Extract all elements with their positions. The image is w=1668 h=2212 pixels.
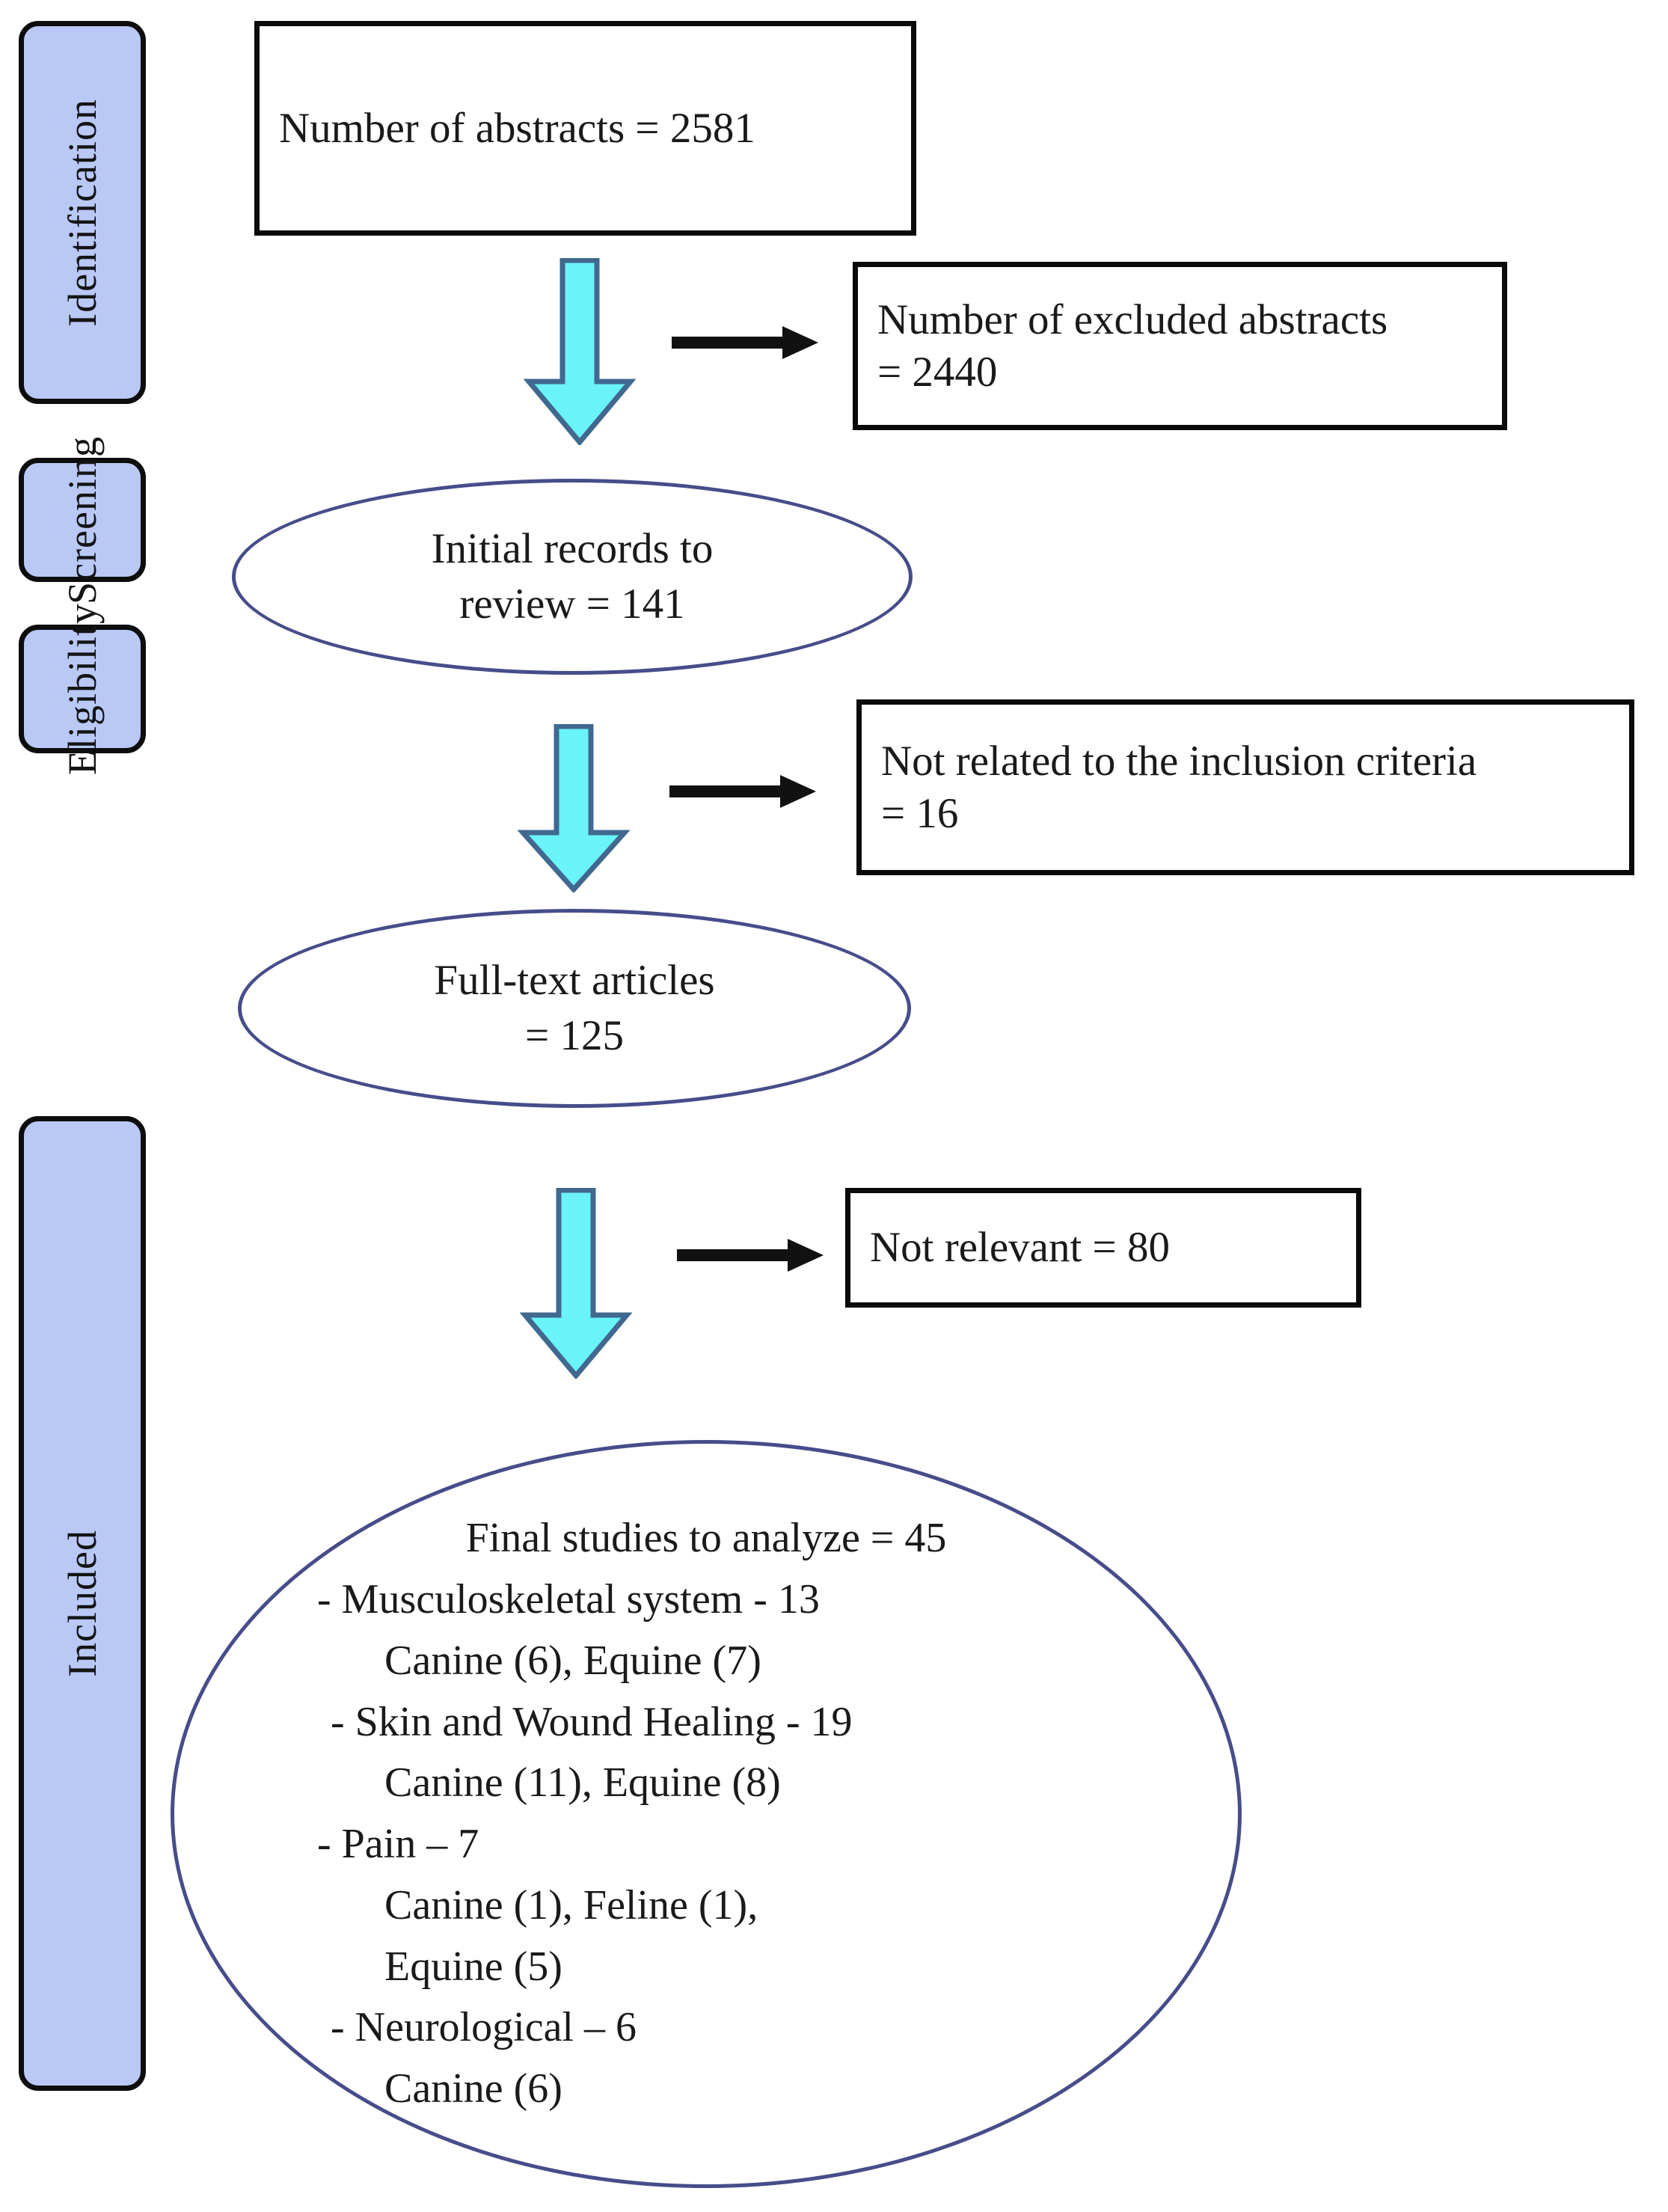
node-not-relevant-text: Not relevant = 80 [870, 1224, 1170, 1272]
down-arrow-icon [520, 1188, 632, 1379]
final-line-0: Final studies to analyze = 45 [465, 1515, 947, 1562]
right-arrow-icon [672, 320, 821, 365]
node-full-text-line1: Full-text articles [434, 956, 715, 1004]
node-final-studies: Final studies to analyze = 45 - Musculos… [171, 1440, 1242, 2188]
node-full-text-line2: = 125 [525, 1012, 624, 1059]
node-not-relevant: Not relevant = 80 [845, 1188, 1361, 1308]
node-initial-records-line2: review = 141 [459, 580, 685, 628]
node-full-text-articles: Full-text articles = 125 [238, 909, 911, 1108]
right-arrow-icon [677, 1233, 827, 1278]
node-not-related-line2: = 16 [881, 789, 959, 837]
node-number-of-abstracts-text: Number of abstracts = 2581 [279, 104, 755, 152]
stage-label-identification: Identification [60, 98, 105, 327]
final-line-5: - Pain – 7 [317, 1821, 479, 1867]
right-arrow-icon [669, 769, 819, 814]
final-line-7: Equine (5) [384, 1943, 562, 1990]
stage-pill-included: Included [19, 1116, 146, 2091]
down-arrow-icon [524, 258, 636, 445]
final-line-2: Canine (6), Equine (7) [384, 1637, 761, 1684]
node-final-studies-text: Final studies to analyze = 45 - Musculos… [317, 1508, 1095, 2120]
node-excluded-abstracts: Number of excluded abstracts = 2440 [853, 262, 1507, 430]
stage-label-included: Included [60, 1530, 105, 1677]
stage-label-eligibility: Eligibility [60, 603, 105, 776]
stage-label-screening: Screening [60, 435, 105, 604]
node-excluded-abstracts-text: Number of excluded abstracts = 2440 [877, 294, 1388, 398]
node-not-related-to-inclusion-criteria: Not related to the inclusion criteria = … [856, 699, 1634, 875]
node-initial-records-text: Initial records to review = 141 [432, 521, 714, 632]
node-excluded-abstracts-line1: Number of excluded abstracts [877, 295, 1388, 343]
final-line-4: Canine (11), Equine (8) [384, 1759, 781, 1807]
node-excluded-abstracts-line2: = 2440 [877, 348, 998, 396]
final-line-3: - Skin and Wound Healing - 19 [331, 1698, 853, 1745]
stage-pill-screening: Screening [19, 436, 146, 604]
stage-pill-eligibility: Eligibility [19, 603, 146, 775]
node-not-related-line1: Not related to the inclusion criteria [881, 737, 1477, 785]
stage-pill-identification: Identification [19, 21, 146, 404]
final-line-9: Canine (6) [384, 2065, 562, 2112]
final-line-8: - Neurological – 6 [331, 2004, 637, 2051]
node-full-text-articles-text: Full-text articles = 125 [434, 953, 714, 1064]
down-arrow-icon [518, 724, 630, 892]
node-number-of-abstracts: Number of abstracts = 2581 [254, 21, 916, 236]
node-initial-records-line1: Initial records to [431, 524, 714, 572]
final-line-1: - Musculoskeletal system - 13 [317, 1576, 820, 1623]
node-not-related-text: Not related to the inclusion criteria = … [881, 735, 1477, 839]
node-initial-records: Initial records to review = 141 [232, 479, 913, 675]
final-line-6: Canine (1), Feline (1), [384, 1881, 758, 1928]
